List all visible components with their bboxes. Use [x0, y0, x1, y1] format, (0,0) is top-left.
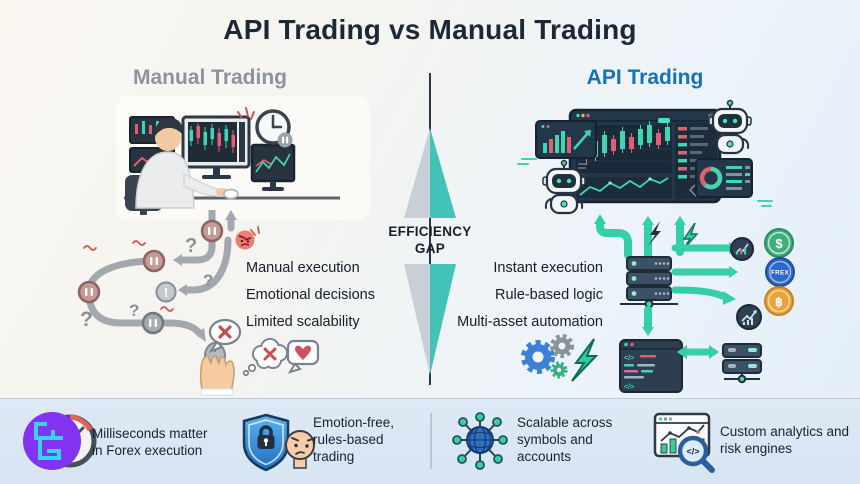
main-monitor — [181, 115, 251, 179]
question-mark: ? — [129, 301, 139, 320]
error-speech-bubble — [208, 318, 242, 353]
brand-logo-circle — [23, 412, 81, 470]
magnifier-code-icon: </> — [677, 435, 715, 473]
heart-icon — [295, 345, 311, 360]
network-nodes — [452, 412, 508, 470]
api-point: Rule-based logic — [494, 287, 603, 303]
latency-gauge-logo-icon — [23, 412, 97, 470]
bitcoin-coin: ฿ — [764, 286, 794, 316]
forex-coin: FREX — [765, 257, 795, 287]
efficiency-gap-label: EFFICIENCY GAP — [388, 224, 472, 256]
server-rack — [620, 256, 678, 309]
question-mark: ? — [80, 308, 93, 331]
question-marks: ? ? ? ? — [80, 235, 213, 331]
growth-chart-coin — [736, 304, 762, 330]
up-arrows — [596, 219, 684, 262]
manual-trading-heading: Manual Trading — [132, 66, 287, 89]
api-trading-illustration — [517, 99, 773, 215]
pause-badge — [77, 280, 101, 304]
footer-item-text: Milliseconds matter in Forex execution — [92, 426, 208, 458]
angry-face-icon — [235, 230, 255, 250]
code-tag: </> — [686, 447, 699, 457]
area-line-chart — [579, 177, 669, 196]
footer-item-text: Scalable across symbols and accounts — [517, 415, 613, 464]
svg-text:!: ! — [164, 285, 168, 300]
bar-chart-panel — [535, 120, 597, 159]
manual-hesitation-flow: ! ? ? ? ? — [77, 210, 320, 396]
lightning-icon — [571, 338, 599, 382]
api-point: Multi-asset automation — [457, 314, 603, 330]
asset-arrows — [671, 244, 732, 300]
sync-arrow — [677, 345, 719, 359]
pause-badge — [200, 219, 224, 243]
globe-network-icon — [452, 412, 508, 470]
globe-icon — [466, 426, 494, 454]
pause-icon — [277, 132, 293, 148]
stress-squiggles — [83, 226, 260, 312]
shield-lock-icon — [242, 413, 290, 472]
clock-icon — [255, 109, 293, 148]
hand-on-mouse-icon — [199, 342, 235, 396]
footer-item-text: Custom analytics and risk engines — [720, 424, 850, 456]
analytics-magnifier-icon: </> — [653, 412, 715, 473]
gap-triangle-upper-right — [430, 128, 456, 218]
manual-point: Emotional decisions — [246, 287, 375, 303]
svg-text:$: $ — [775, 236, 783, 251]
efficiency-gap-divider — [404, 73, 456, 385]
donut-analytics-panel — [695, 158, 753, 198]
page-title: API Trading vs Manual Trading — [223, 14, 637, 45]
manual-points-list: Manual execution Emotional decisions Lim… — [246, 260, 375, 341]
question-mark: ? — [203, 271, 213, 290]
gap-triangle-lower-left — [404, 264, 430, 375]
code-window: </> </> — [619, 339, 683, 393]
stocks-chart-coin — [730, 237, 754, 261]
emotion-heart-bubble — [286, 339, 320, 374]
pause-badge — [142, 249, 166, 273]
secondary-server — [722, 343, 762, 384]
svg-text:FREX: FREX — [771, 270, 790, 277]
doubt-thought-cloud — [242, 338, 288, 377]
svg-text:฿: ฿ — [775, 295, 783, 309]
up-arrowheads — [594, 214, 686, 225]
gap-triangle-lower-right — [430, 264, 456, 375]
api-point: Instant execution — [493, 260, 603, 276]
right-monitor — [250, 143, 296, 191]
manual-trading-illustration — [116, 96, 370, 220]
gap-triangle-upper-left — [404, 128, 430, 218]
api-trading-heading: API Trading — [586, 66, 704, 89]
pause-badge — [141, 311, 165, 335]
mouse-icon — [223, 188, 239, 200]
path-arrowheads — [173, 210, 237, 342]
code-tag: </> — [624, 384, 634, 391]
manual-point: Manual execution — [246, 260, 360, 276]
trading-dashboard — [568, 108, 722, 204]
lightning-icon — [648, 221, 661, 246]
code-tag: </> — [624, 355, 634, 362]
stress-marks — [237, 107, 255, 120]
api-points-list: Instant execution Rule-based logic Multi… — [457, 260, 603, 341]
exclamation-badge: ! — [155, 281, 177, 303]
dollar-coin: $ — [764, 228, 794, 258]
trader-person — [125, 118, 239, 215]
footer-item-text: Emotion-free, rules-based trading — [313, 415, 395, 464]
question-mark: ? — [185, 235, 197, 257]
footer-separator — [430, 413, 432, 469]
footer-bar: Milliseconds matter in Forex execution — [0, 398, 860, 484]
worried-face-icon — [285, 430, 315, 469]
brand-logo-glyph — [34, 422, 63, 460]
api-automation-flow: $ FREX ฿ — [521, 214, 795, 393]
speed-dashes — [517, 158, 773, 207]
shield-lock-face-icon — [242, 413, 315, 472]
manual-point: Limited scalability — [246, 314, 360, 330]
gears-icon — [521, 334, 574, 379]
